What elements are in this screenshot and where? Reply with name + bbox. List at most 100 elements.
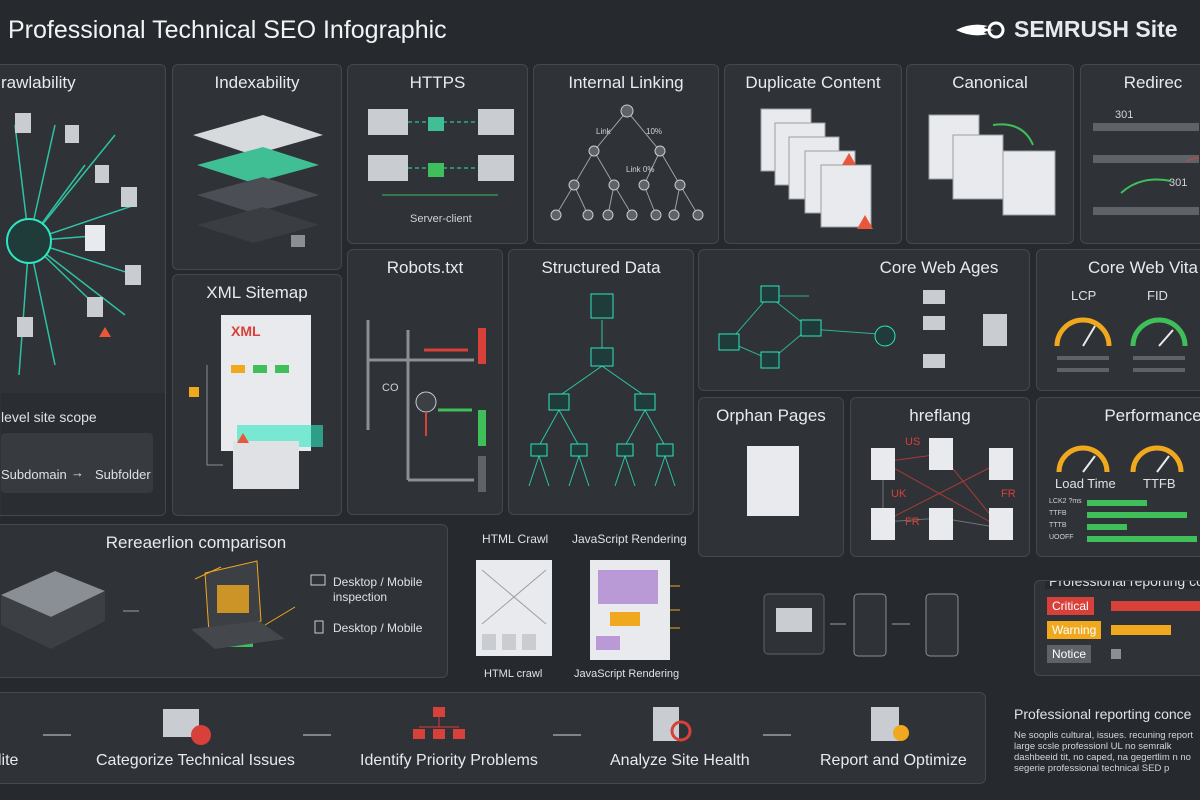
panel-redirect: Redirec 301 301 [1080, 64, 1200, 244]
rendering-devices-graphic [1, 560, 326, 649]
js-rendering-bottom: JavaScript Rendering [574, 668, 680, 680]
reporting-title: Professional reporting co [1045, 581, 1200, 589]
panel-title: XML Sitemap [206, 283, 308, 302]
reporting-concept-text: Ne sooplis cultural, issues. recuning re… [1014, 730, 1194, 774]
panel-title: HTTPS [409, 73, 466, 92]
reporting-concept-title: Professional reporting conce [1014, 706, 1192, 722]
link-label-2: Link 0% [626, 165, 655, 174]
orphan-page-icon [747, 446, 799, 516]
sitemap-document-graphic [189, 315, 323, 489]
subdomain-label: Subdomain [1, 467, 67, 482]
ttfb-label: TTFB [1143, 476, 1176, 491]
link-tree-graphic [550, 104, 704, 221]
load-time-label: Load Time [1055, 476, 1116, 491]
perf-row-4: UOOFF [1049, 534, 1074, 541]
scope-label: level site scope [1, 409, 97, 425]
panel-title: Internal Linking [568, 73, 684, 92]
panel-performance: Performance Load Time TTFB LCK2 ?ms TTFB… [1036, 397, 1200, 557]
panel-title: rawlability [1, 73, 76, 92]
desktop-mobile-label: Desktop / Mobile [333, 621, 423, 635]
lang-fr-2: FR [905, 516, 920, 528]
process-steps [0, 692, 986, 784]
warning-bar [1111, 625, 1171, 635]
https-server-graphic [368, 109, 514, 196]
js-rendering-top: JavaScript Rendering [572, 532, 687, 546]
html-crawl-top: HTML Crawl [482, 532, 549, 546]
step-identify: Identify Priority Problems [360, 752, 538, 769]
https-caption: Server-client [410, 213, 472, 225]
perf-row-3: TTTB [1049, 522, 1067, 529]
panel-orphan-pages: Orphan Pages [698, 397, 844, 557]
panel-title: Robots.txt [386, 258, 464, 277]
panel-title: Core Web Ages [879, 258, 999, 277]
panel-xml-sitemap: XML Sitemap XML [172, 274, 342, 516]
scope-box: Subdomain → Subfolder [1, 433, 153, 493]
semrush-flame-icon [956, 21, 1005, 38]
notice-bar [1111, 649, 1121, 659]
panel-canonical: Canonical [906, 64, 1074, 244]
panel-https: HTTPS Server-client [347, 64, 528, 244]
panel-title: Structured Data [541, 258, 661, 277]
panel-title: hreflang [909, 406, 971, 425]
page-title: Professional Technical SEO Infographic [8, 16, 447, 44]
structured-data-tree-graphic [528, 293, 676, 487]
panel-core-web-vitals: Core Web Vita LCP FID [1036, 249, 1200, 391]
panel-title: Indexability [214, 73, 300, 92]
panel-structured-data: Structured Data [508, 249, 694, 515]
critical-badge: Critical [1047, 597, 1094, 615]
index-layers-graphic [193, 115, 323, 247]
canonical-pages-graphic [928, 114, 1056, 216]
vitals-gauges-graphic [1054, 317, 1188, 372]
panel-robots: Robots.txt CO [347, 249, 503, 515]
desktop-mobile-inspection: Desktop / Mobile inspection [333, 575, 423, 604]
link-percent: 10% [646, 127, 663, 136]
link-label: Link [596, 127, 611, 136]
panel-title: Orphan Pages [716, 406, 826, 425]
lang-fr: FR [1001, 488, 1016, 500]
step-categorize: Categorize Technical Issues [96, 752, 295, 769]
steps-icons-graphic [43, 707, 909, 745]
panel-title: Duplicate Content [745, 73, 881, 92]
panel-hreflang: hreflang US UK FR FR [850, 397, 1030, 557]
panel-indexability: Indexability [172, 64, 342, 270]
duplicate-pages-graphic [760, 108, 873, 229]
arrow-right-icon: → [71, 465, 84, 480]
crawl-comparison: HTML Crawl JavaScript Rendering HTML cra… [466, 524, 698, 688]
subfolder-label: Subfolder [95, 467, 151, 482]
notice-badge: Notice [1047, 645, 1092, 663]
brand-logo: SEMRUSH Site [954, 16, 1178, 43]
panel-rendering-comparison: Rereaerlion comparison Desktop / Mobile … [0, 524, 448, 678]
step-analyze: Analyze Site Health [610, 752, 750, 769]
hreflang-network-graphic [871, 438, 1013, 540]
panel-title: Core Web Vita [1088, 258, 1198, 277]
brand-name: SEMRUSH Site [1014, 16, 1178, 42]
perf-row-2: TTFB [1049, 510, 1067, 517]
panel-internal-linking: Internal Linking Link 10% Link 0% [533, 64, 719, 244]
panel-crawlability: rawlability level site scope Subdomain →… [0, 64, 166, 516]
core-web-network-graphic [718, 285, 1007, 369]
crawl-compare-graphic [476, 560, 680, 660]
critical-bar [1111, 601, 1200, 611]
robots-flow-graphic [366, 320, 486, 492]
panel-core-web-ages: Core Web Ages [698, 249, 1030, 391]
lcp-label: LCP [1071, 288, 1097, 303]
fid-label: FID [1147, 288, 1168, 303]
panel-duplicate-content: Duplicate Content [724, 64, 902, 244]
panel-reporting-severity: Professional reporting co Critical Warni… [1034, 580, 1200, 676]
panel-title: Rereaerlion comparison [105, 533, 287, 552]
robots-code: CO [382, 382, 399, 394]
step-site: lite [0, 752, 19, 769]
redirect-code: 301 [1115, 109, 1134, 121]
performance-gauges-graphic [1056, 445, 1197, 542]
redirect-graphic [1093, 123, 1200, 215]
html-crawl-bottom: HTML crawl [484, 668, 543, 680]
lang-uk: UK [891, 488, 907, 500]
lang-us: US [905, 436, 921, 448]
panel-title: Canonical [952, 73, 1028, 92]
perf-row-1: LCK2 ?ms [1049, 498, 1082, 505]
crawler-network-graphic [1, 113, 165, 515]
redirect-code-2: 301 [1169, 177, 1188, 189]
warning-badge: Warning [1047, 621, 1102, 639]
step-report: Report and Optimize [820, 752, 967, 769]
panel-title: Redirec [1123, 73, 1183, 92]
